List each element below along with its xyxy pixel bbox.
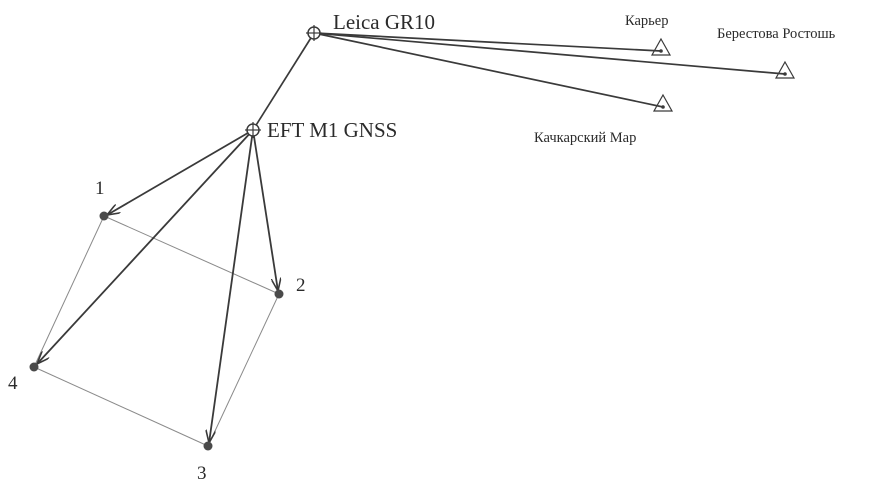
survey-point-label-4: 4 — [8, 373, 18, 394]
gps-antenna-icon — [245, 122, 261, 138]
baseline-leica-kachkarsky — [313, 32, 664, 108]
gps-antenna-icon — [306, 25, 322, 41]
side-2-3 — [207, 293, 280, 447]
station-label-leica: Leica GR10 — [333, 10, 435, 34]
survey-point-label-1: 1 — [95, 178, 105, 199]
polygon-sides — [33, 215, 280, 447]
baseline-leica-eft — [252, 32, 315, 131]
measurement-vectors — [37, 129, 278, 443]
station-label-eft: EFT M1 GNSS — [267, 118, 397, 142]
survey-point-icon — [203, 441, 213, 451]
side-4-1 — [33, 215, 105, 368]
survey-point-label-3: 3 — [197, 463, 207, 483]
triangulation-point-icon — [652, 93, 674, 112]
triangulation-point-icon — [774, 60, 796, 79]
vector-eft-p1 — [107, 129, 254, 215]
reference-label-kachkarsky: Качкарский Мар — [534, 130, 636, 146]
survey-point-icon — [99, 211, 109, 221]
triangulation-point-icon — [650, 37, 672, 56]
survey-point-icon — [274, 289, 284, 299]
baseline-leica-karier — [313, 32, 662, 52]
baseline-leica-berestova — [313, 32, 786, 75]
reference-label-berestova: Берестова Ростошь — [717, 26, 836, 42]
reference-label-karier: Карьер — [625, 13, 668, 29]
survey-point-label-2: 2 — [296, 275, 306, 296]
reference-baselines — [252, 32, 786, 131]
vector-eft-p3 — [209, 129, 254, 443]
survey-point-icon — [29, 362, 39, 372]
side-1-2 — [103, 215, 280, 295]
vector-eft-p2 — [252, 129, 278, 291]
side-3-4 — [33, 366, 209, 447]
vector-eft-p4 — [37, 129, 254, 364]
